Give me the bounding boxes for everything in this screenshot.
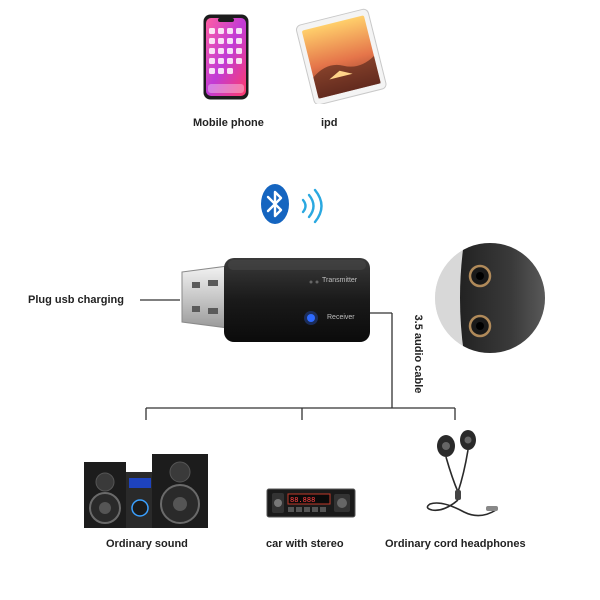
tablet-label: ipd (321, 117, 338, 129)
bluetooth-dongle (178, 256, 374, 346)
speaker-system-image (82, 444, 212, 530)
mobile-phone-label: Mobile phone (193, 117, 264, 129)
earphones-image (424, 430, 504, 526)
ordinary-sound-label: Ordinary sound (106, 538, 188, 550)
tablet-image (286, 8, 396, 104)
car-stereo-label: car with stereo (266, 538, 344, 550)
wireless-signal-icon (299, 188, 327, 224)
headphones-label: Ordinary cord headphones (385, 538, 526, 550)
usb-charging-label: Plug usb charging (28, 294, 124, 306)
car-stereo-image: 88.888 (266, 488, 356, 518)
transmitter-label: Transmitter (322, 277, 358, 284)
audio-cable-label: 3.5 audio cable (412, 314, 424, 394)
bluetooth-icon (261, 184, 289, 224)
mobile-phone-image (203, 14, 249, 100)
svg-text:88.888: 88.888 (290, 496, 315, 504)
audio-jack-closeup (434, 242, 546, 354)
receiver-label: Receiver (327, 314, 355, 321)
